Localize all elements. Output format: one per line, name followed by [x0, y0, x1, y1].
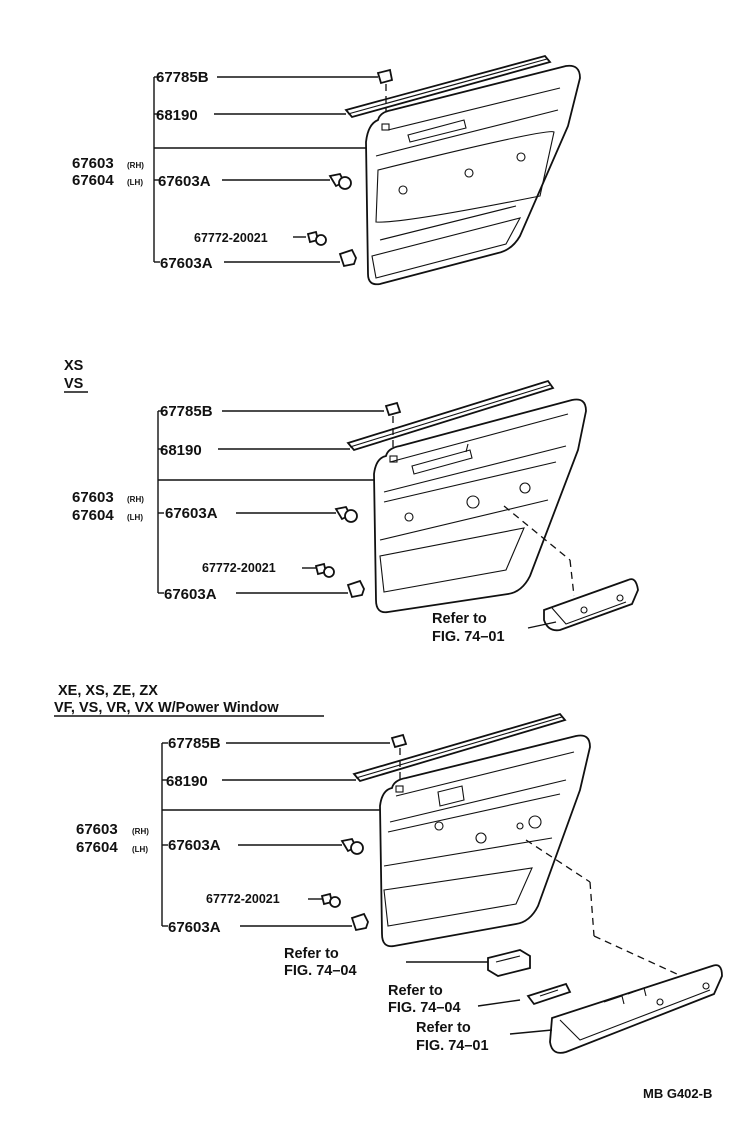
part-number-weatherstrip: 68190 — [160, 442, 202, 459]
part-number-lower-clip: 67603A — [160, 255, 213, 272]
clip-part — [384, 401, 402, 417]
door-trim-panel — [373, 398, 587, 614]
model-heading-line-2: VF, VS, VR, VX W/Power Window — [54, 700, 279, 716]
side-label-rh: (RH) — [132, 827, 149, 836]
figure-reference: FIG. 74–04 — [284, 963, 357, 979]
fastener-clip-part — [320, 892, 341, 908]
model-heading-line-1: XE, XS, ZE, ZX — [58, 683, 158, 699]
section-top — [153, 54, 581, 286]
part-number-weatherstrip: 68190 — [156, 107, 198, 124]
refer-to-label: Refer to — [388, 983, 443, 999]
part-number-panel-lh: 67604 — [72, 172, 114, 189]
part-number-screw: 67603A — [158, 173, 211, 190]
clip-part — [376, 68, 394, 85]
section-middle — [157, 379, 639, 632]
model-heading-xs: XS — [64, 358, 84, 374]
refer-to-label: Refer to — [284, 946, 339, 962]
screw-part — [328, 172, 352, 190]
fastener-clip-part — [314, 562, 335, 578]
refer-to-label: Refer to — [432, 611, 487, 627]
armrest-part — [543, 578, 639, 632]
part-number-panel-rh: 67603 — [72, 489, 114, 506]
lower-clip-part — [346, 579, 365, 599]
side-label-lh: (LH) — [127, 513, 143, 522]
part-number-panel-rh: 67603 — [72, 155, 114, 172]
part-number-weatherstrip: 68190 — [166, 773, 208, 790]
switch-bezel-part — [526, 982, 572, 1006]
power-window-switch-part — [487, 949, 531, 977]
door-trim-panel — [365, 64, 581, 286]
part-number-clip: 67785B — [160, 403, 213, 420]
model-heading-vs: VS — [64, 376, 84, 392]
side-label-lh: (LH) — [127, 178, 143, 187]
part-number-panel-lh: 67604 — [72, 507, 114, 524]
part-number-screw: 67603A — [168, 837, 221, 854]
lower-clip-part — [350, 912, 369, 932]
figure-reference: FIG. 74–01 — [432, 629, 505, 645]
figure-reference: FIG. 74–04 — [388, 1000, 461, 1016]
figure-reference: FIG. 74–01 — [416, 1038, 489, 1054]
part-number-clip: 67785B — [156, 69, 209, 86]
part-number-panel-lh: 67604 — [76, 839, 118, 856]
refer-to-label: Refer to — [416, 1020, 471, 1036]
side-label-rh: (RH) — [127, 495, 144, 504]
door-trim-panel — [379, 734, 591, 948]
part-number-clip-code: 67772-20021 — [202, 561, 276, 575]
part-number-clip-code: 67772-20021 — [206, 892, 280, 906]
diagram-code: MB G402-B — [643, 1086, 712, 1101]
part-number-screw: 67603A — [165, 505, 218, 522]
screw-part — [334, 505, 358, 523]
part-number-lower-clip: 67603A — [164, 586, 217, 603]
clip-part — [390, 733, 408, 749]
screw-part — [340, 837, 364, 855]
part-number-panel-rh: 67603 — [76, 821, 118, 838]
side-label-rh: (RH) — [127, 161, 144, 170]
part-number-clip-code: 67772-20021 — [194, 231, 268, 245]
part-number-lower-clip: 67603A — [168, 919, 221, 936]
lower-clip-part — [338, 248, 357, 268]
side-label-lh: (LH) — [132, 845, 148, 854]
armrest-part — [549, 964, 723, 1054]
section-bottom — [161, 712, 723, 1054]
part-number-clip: 67785B — [168, 735, 221, 752]
fastener-clip-part — [306, 230, 327, 246]
